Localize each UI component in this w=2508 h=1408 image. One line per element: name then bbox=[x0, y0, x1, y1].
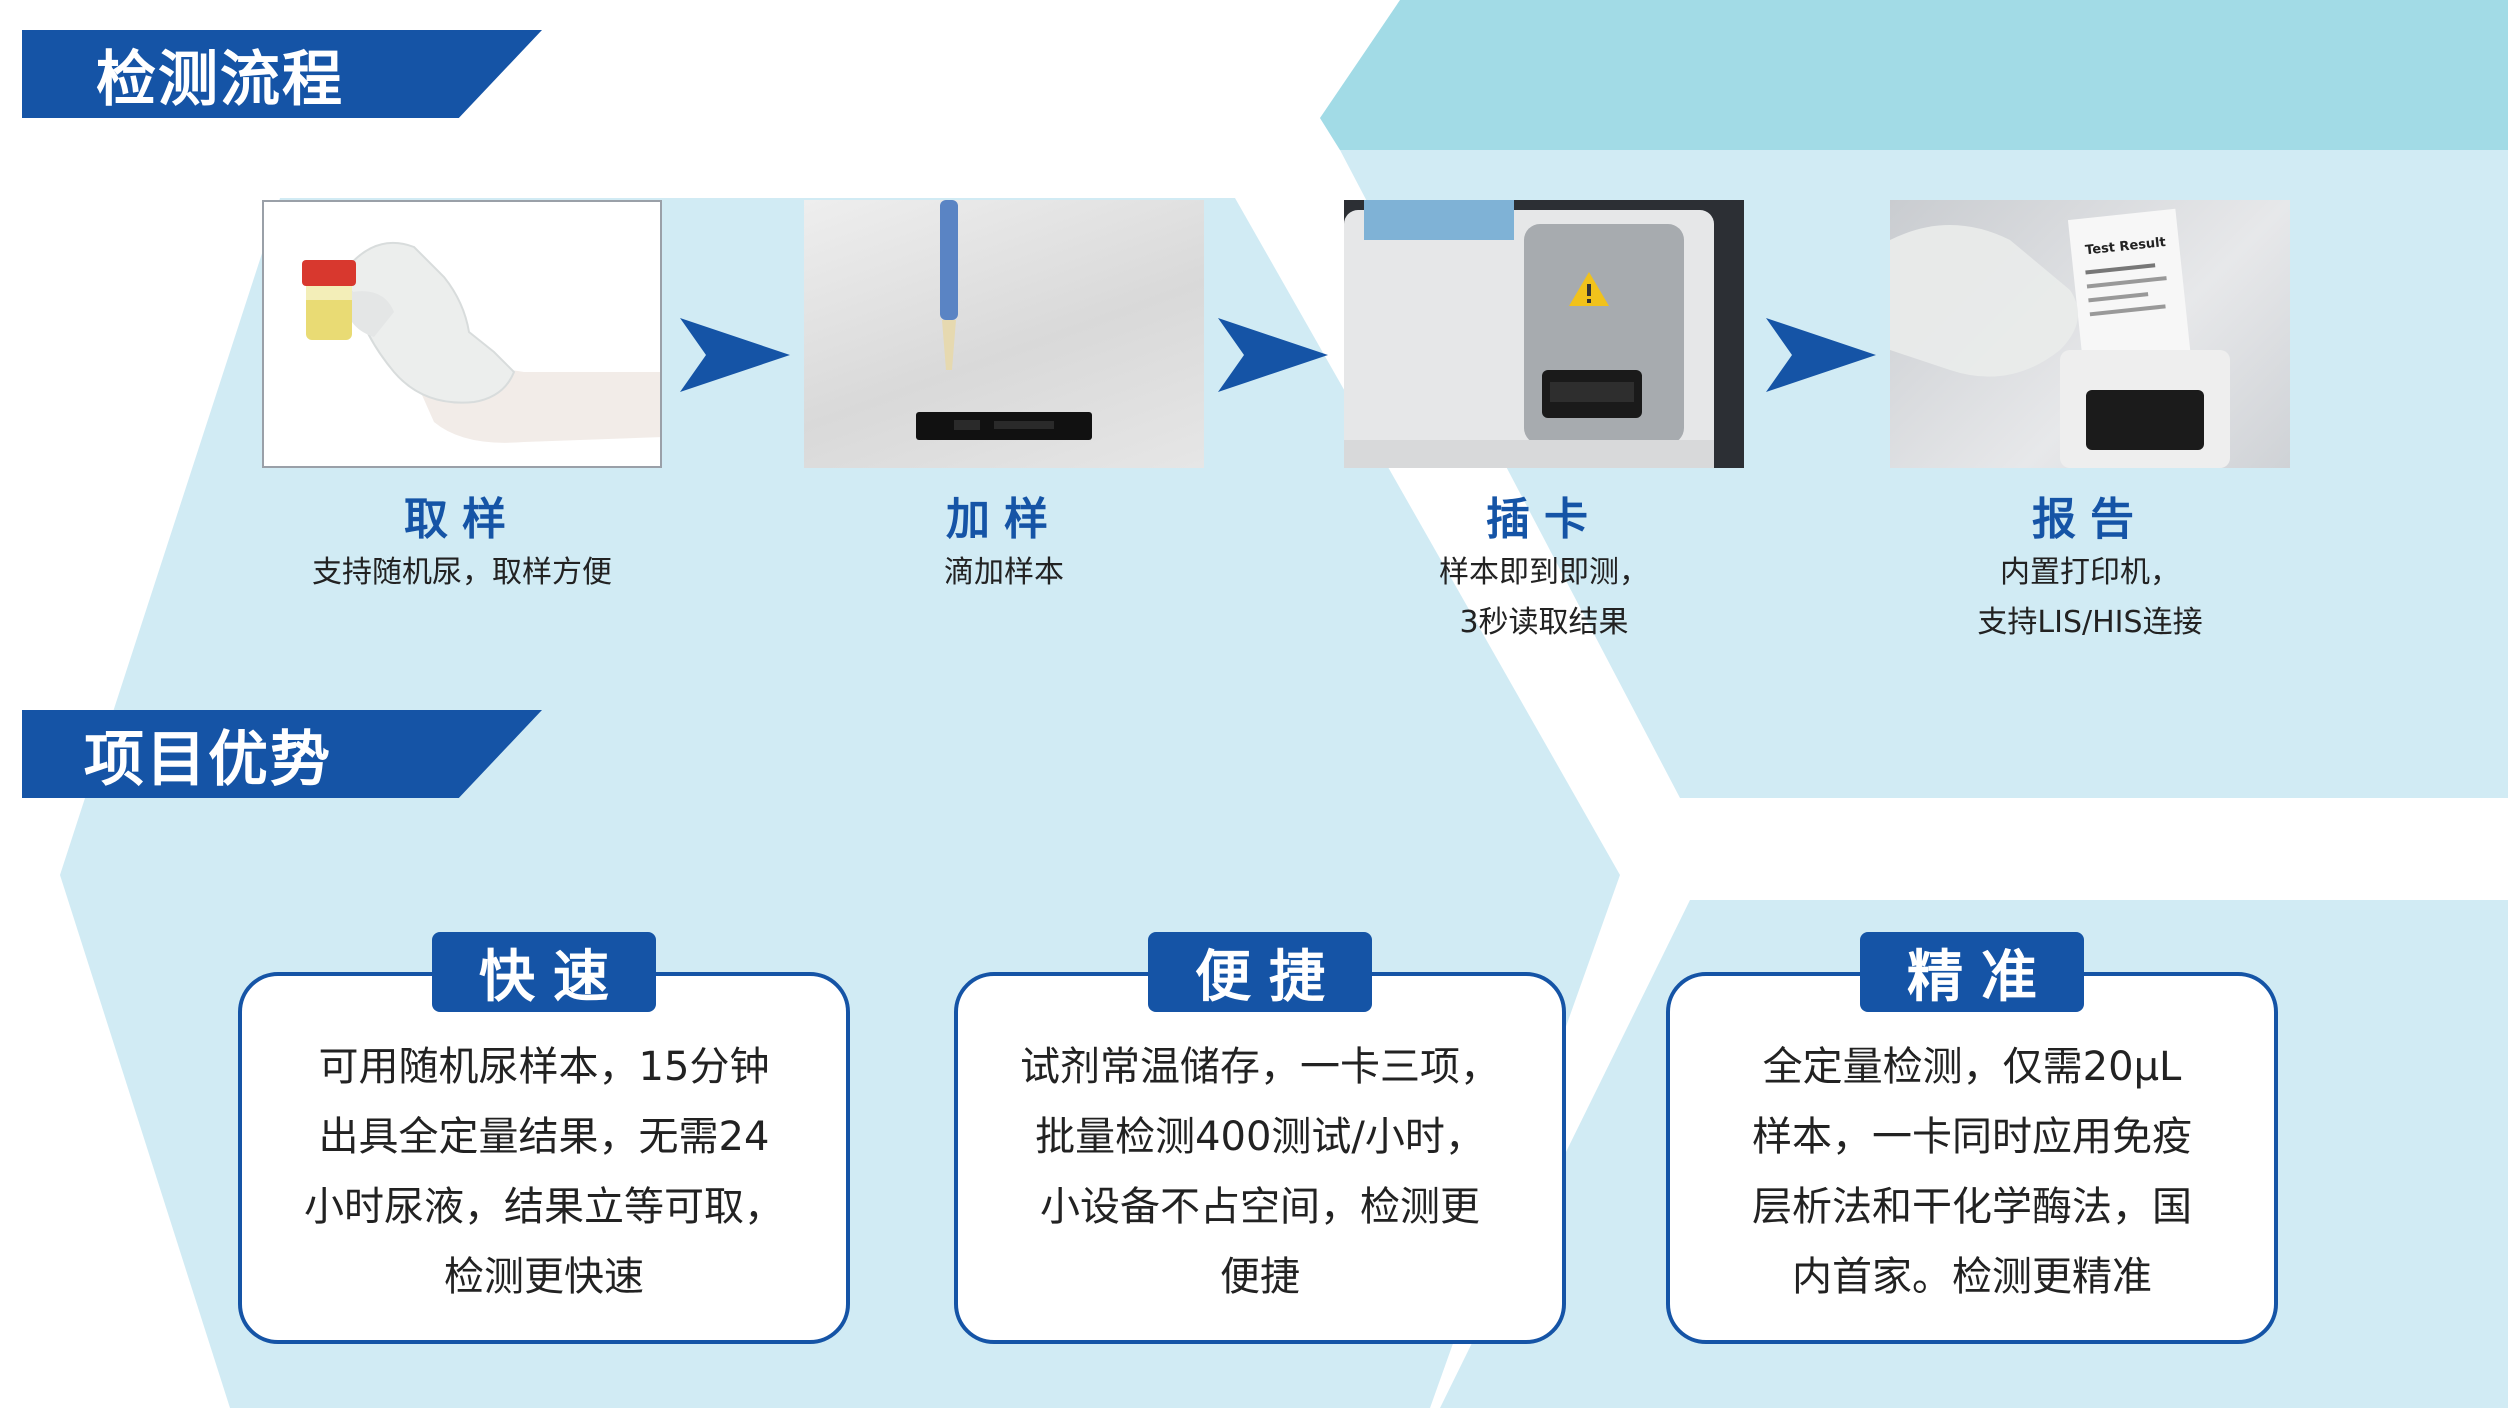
step-title: 加样 bbox=[946, 494, 1062, 545]
card-line: 便捷 bbox=[1220, 1254, 1300, 1300]
card-body: 全定量检测，仅需20μL 样本，一卡同时应用免疫 层析法和干化学酶法，国 内首家… bbox=[1670, 1032, 2274, 1312]
process-step-insert-card: 插卡 样本即到即测， 3秒读取结果 bbox=[1344, 200, 1744, 648]
card-line: 小时尿液，结果立等可取， bbox=[304, 1184, 784, 1230]
card-line: 出具全定量结果，无需24 bbox=[318, 1114, 770, 1160]
section-title-process: 检测流程 bbox=[22, 30, 542, 118]
photo-pipette-test-card bbox=[804, 200, 1204, 468]
process-step-report: Test Result 报告 内置打印机， 支持LIS/HIS连接 bbox=[1890, 200, 2290, 648]
process-step-sampling: 取样 支持随机尿，取样方便 bbox=[262, 200, 662, 598]
step-title: 报告 bbox=[2032, 494, 2148, 545]
step-desc-line: 支持LIS/HIS连接 bbox=[1977, 605, 2203, 640]
card-line: 全定量检测，仅需20μL bbox=[1762, 1044, 2182, 1090]
advantage-card-convenient: 便捷 试剂常温储存，一卡三项， 批量检测400测试/小时， 小设备不占空间，检测… bbox=[954, 932, 1566, 1344]
card-line: 样本，一卡同时应用免疫 bbox=[1752, 1114, 2192, 1160]
step-desc: 样本即到即测， 3秒读取结果 bbox=[1344, 548, 1744, 648]
card-body: 试剂常温储存，一卡三项， 批量检测400测试/小时， 小设备不占空间，检测更 便… bbox=[958, 1032, 1562, 1312]
advantage-card-accurate: 精准 全定量检测，仅需20μL 样本，一卡同时应用免疫 层析法和干化学酶法，国 … bbox=[1666, 932, 2278, 1344]
step-desc-line: 内置打印机， bbox=[2000, 555, 2180, 590]
step-title: 插卡 bbox=[1486, 494, 1602, 545]
photo-hand-holding-sample-cup bbox=[262, 200, 662, 468]
card-title: 精准 bbox=[1860, 932, 2084, 1012]
cyan-band bbox=[1320, 0, 2508, 150]
card-line: 试剂常温储存，一卡三项， bbox=[1020, 1044, 1500, 1090]
chevron-right-icon bbox=[1218, 318, 1328, 392]
step-desc: 支持随机尿，取样方便 bbox=[312, 555, 612, 590]
step-title: 取样 bbox=[404, 494, 520, 545]
card-line: 层析法和干化学酶法，国 bbox=[1752, 1184, 2192, 1230]
card-line: 小设备不占空间，检测更 bbox=[1040, 1184, 1480, 1230]
step-desc: 滴加样本 bbox=[944, 555, 1064, 590]
card-line: 可用随机尿样本，15分钟 bbox=[318, 1044, 770, 1090]
step-desc-line: 样本即到即测， bbox=[1439, 555, 1649, 590]
photo-printed-result-receipt: Test Result bbox=[1890, 200, 2290, 468]
photo-analyzer-card-slot bbox=[1344, 200, 1744, 468]
step-desc: 内置打印机， 支持LIS/HIS连接 bbox=[1890, 548, 2290, 648]
chevron-right-icon bbox=[680, 318, 790, 392]
process-step-loading: 加样 滴加样本 bbox=[804, 200, 1204, 598]
card-line: 检测更快速 bbox=[444, 1254, 644, 1300]
advantage-card-fast: 快速 可用随机尿样本，15分钟 出具全定量结果，无需24 小时尿液，结果立等可取… bbox=[238, 932, 850, 1344]
section-title-advantages: 项目优势 bbox=[22, 710, 542, 798]
card-line: 批量检测400测试/小时， bbox=[1035, 1114, 1485, 1160]
step-desc-line: 3秒读取结果 bbox=[1459, 605, 1629, 640]
card-title: 快速 bbox=[432, 932, 656, 1012]
card-body: 可用随机尿样本，15分钟 出具全定量结果，无需24 小时尿液，结果立等可取， 检… bbox=[242, 1032, 846, 1312]
card-line: 内首家。检测更精准 bbox=[1792, 1254, 2152, 1300]
card-title: 便捷 bbox=[1148, 932, 1372, 1012]
chevron-right-icon bbox=[1766, 318, 1876, 392]
